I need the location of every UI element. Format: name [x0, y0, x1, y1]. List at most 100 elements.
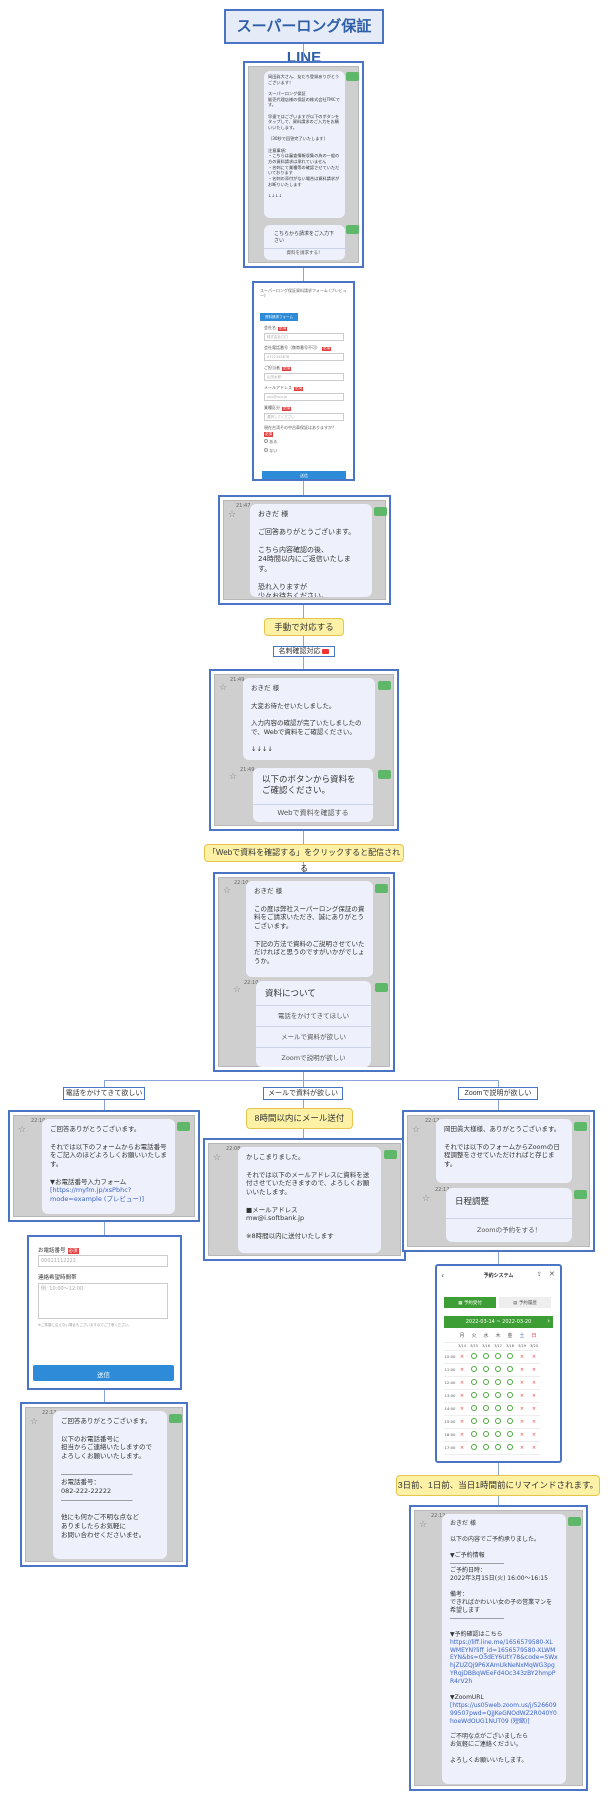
open-slot-icon: [483, 1404, 489, 1411]
branch-connector: [104, 1080, 498, 1081]
slot-open[interactable]: [480, 1428, 492, 1442]
required-badge: 必須: [282, 406, 291, 411]
option-mail-button[interactable]: メールで資料が欲しい: [256, 1026, 371, 1047]
slot-closed: ×: [516, 1363, 528, 1377]
slot-open[interactable]: [468, 1415, 480, 1429]
slot-open[interactable]: [468, 1350, 480, 1364]
slot-open[interactable]: [480, 1350, 492, 1364]
slot-open[interactable]: [480, 1441, 492, 1455]
slot-open[interactable]: [468, 1428, 480, 1442]
slot-open[interactable]: [480, 1376, 492, 1390]
slot-open[interactable]: [492, 1389, 504, 1403]
star-icon: ☆: [419, 1520, 428, 1530]
slot-closed: ×: [528, 1376, 540, 1390]
line-avatar-icon: [374, 507, 387, 516]
timestamp: 22:10: [234, 880, 249, 886]
phone-submit-button[interactable]: 送信: [33, 1365, 174, 1381]
chat-screen: ☆ 21:49 おきだ 様 大変お待たせいたしました。 入力内容の確認が完了いた…: [214, 674, 394, 826]
slot-open[interactable]: [504, 1415, 516, 1429]
time-input[interactable]: 例: 10:00〜12:00: [38, 1283, 168, 1319]
timestamp: 22:12: [435, 1187, 450, 1193]
form-field-input[interactable]: 山田太郎: [264, 373, 344, 381]
time-label: 13:00: [444, 1389, 456, 1403]
request-form-frame: スーパーロング保証資料請求フォーム (プレビュー) 資料請求フォーム 会社名必須…: [252, 281, 355, 481]
form-submit-button[interactable]: 送信: [262, 471, 346, 479]
phone-input[interactable]: 00011112222: [38, 1255, 168, 1267]
line-avatar-icon: [169, 1414, 182, 1423]
phone-form-link[interactable]: [https://myfm.jp/xsPbhc?mode=example (プレ…: [50, 1186, 145, 1204]
reservation-link[interactable]: https://liff.line.me/1656579580-XLWMEYN?…: [450, 1638, 558, 1686]
slot-open[interactable]: [468, 1402, 480, 1416]
open-slot-icon: [507, 1378, 513, 1385]
line-avatar-icon: [375, 983, 388, 992]
form-field-input[interactable]: 株式会社〇〇: [264, 333, 344, 341]
request-card-button[interactable]: 資料を請求する！: [264, 248, 345, 260]
star-icon: ☆: [30, 1417, 39, 1427]
slot-open[interactable]: [480, 1402, 492, 1416]
namecard-step-label: 名刺確認対応: [273, 646, 335, 657]
option-zoom-button[interactable]: Zoomで説明が欲しい: [256, 1047, 371, 1067]
slot-open[interactable]: [492, 1376, 504, 1390]
slot-open[interactable]: [480, 1415, 492, 1429]
timestamp: 21:49: [240, 767, 255, 773]
slot-open[interactable]: [504, 1441, 516, 1455]
slot-closed: ×: [456, 1441, 468, 1455]
slot-open[interactable]: [492, 1402, 504, 1416]
option-phone-button[interactable]: 電話をかけてきてほしい: [256, 1005, 371, 1026]
day-header: 水: [480, 1329, 492, 1343]
next-chevron-icon[interactable]: ›: [547, 1317, 550, 1325]
slot-closed: ×: [516, 1350, 528, 1364]
slot-open[interactable]: [468, 1363, 480, 1377]
form-field-input[interactable]: 選択してください: [264, 413, 344, 421]
date-header: 3/20: [528, 1342, 540, 1351]
connector: [303, 657, 304, 669]
open-slot-icon: [471, 1404, 477, 1411]
slot-open[interactable]: [504, 1350, 516, 1364]
tab-reserve[interactable]: ▦ 予約受付: [444, 1297, 496, 1308]
web-material-button[interactable]: Webで資料を確認する: [253, 804, 373, 822]
slot-open[interactable]: [468, 1376, 480, 1390]
slot-open[interactable]: [492, 1350, 504, 1364]
share-icon[interactable]: ⇪: [537, 1271, 543, 1278]
connector: [303, 481, 304, 495]
connector: [303, 44, 304, 61]
slot-open[interactable]: [504, 1428, 516, 1442]
mail-message: かしこまりました。 それでは以下のメールアドレスに資料を送付させていただきますの…: [238, 1147, 381, 1253]
slot-closed: ×: [456, 1376, 468, 1390]
tab-history[interactable]: ▤ 予約履歴: [499, 1297, 551, 1308]
timestamp: 21:49: [230, 677, 245, 683]
open-slot-icon: [471, 1378, 477, 1385]
method-card-title: 資料について: [265, 989, 316, 999]
slot-open[interactable]: [504, 1389, 516, 1403]
phone-reply-message: ご回答ありがとうございます。 以下のお電話番号に 担当からご連絡いたしますので …: [53, 1411, 167, 1559]
slot-open[interactable]: [504, 1363, 516, 1377]
slot-open[interactable]: [480, 1363, 492, 1377]
timestamp: 22:10: [31, 1118, 46, 1124]
chat-screen: ☆ 22:10 ご回答ありがとうございます。 それでは以下のフォームからお電話番…: [13, 1115, 195, 1217]
radio-option-1[interactable]: ある: [264, 439, 277, 445]
form-field-input[interactable]: xxx@xxx.jp: [264, 393, 344, 401]
slot-open[interactable]: [468, 1389, 480, 1403]
back-chevron-icon[interactable]: ‹: [441, 1271, 445, 1280]
slot-open[interactable]: [492, 1415, 504, 1429]
slot-open[interactable]: [492, 1441, 504, 1455]
line-avatar-icon: [378, 770, 391, 779]
zoom-reserve-button[interactable]: Zoomの予約をする！: [446, 1218, 572, 1242]
close-icon[interactable]: ✕: [549, 1270, 555, 1278]
slot-open[interactable]: [504, 1376, 516, 1390]
open-slot-icon: [495, 1430, 501, 1437]
star-icon: ☆: [223, 886, 232, 896]
slot-open[interactable]: [492, 1428, 504, 1442]
slot-open[interactable]: [480, 1389, 492, 1403]
slot-closed: ×: [516, 1402, 528, 1416]
slot-open[interactable]: [504, 1402, 516, 1416]
form-field-input[interactable]: 0312345678: [264, 353, 344, 361]
slot-open[interactable]: [468, 1441, 480, 1455]
open-slot-icon: [471, 1417, 477, 1424]
chat-screen: ☆ 22:08 かしこまりました。 それでは以下のメールアドレスに資料を送付させ…: [208, 1143, 401, 1256]
time-label: 11:00: [444, 1363, 456, 1377]
zoom-url-link[interactable]: [https://us05web.zoom.us/j/52660999507pw…: [450, 1701, 557, 1725]
radio-option-2[interactable]: ない: [264, 448, 277, 454]
slot-open[interactable]: [492, 1363, 504, 1377]
